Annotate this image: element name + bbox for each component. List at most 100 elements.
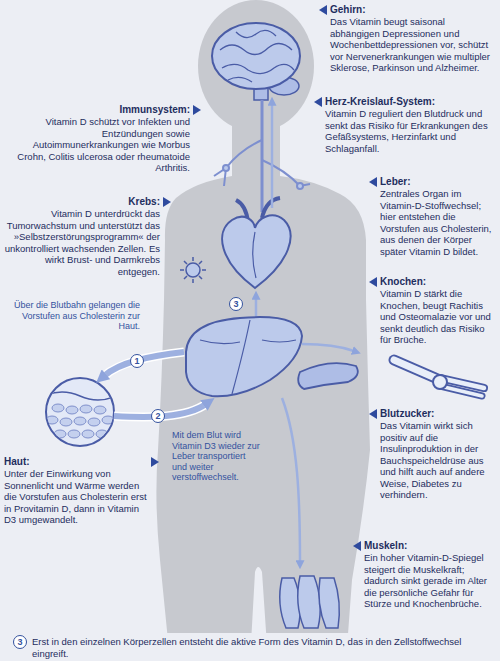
elbow-joint <box>433 375 447 389</box>
pointer-triangle <box>151 457 159 467</box>
pointer-triangle <box>314 97 322 107</box>
heart-line <box>253 232 256 278</box>
callout-block: Krebs:Vitamin D unterdrückt das Tumorwac… <box>4 196 160 277</box>
label-slot: Über die Blutbahn gelangen die Vorstufen… <box>8 300 140 332</box>
callout-number: 3 <box>13 635 27 649</box>
callout-text: Vitamin D reguliert den Blutdruck und se… <box>325 108 496 154</box>
bone-outline <box>394 360 440 380</box>
upper-arm-bone <box>394 360 440 380</box>
callout-text: Vitamin D stärkt die Knochen, beugt Rach… <box>380 288 496 346</box>
skin-cell <box>102 416 114 424</box>
skin-cell <box>54 430 66 438</box>
pathway-arrow <box>302 344 354 351</box>
nerve-branches <box>214 140 310 186</box>
skin-cell <box>96 430 108 438</box>
callout-text: Unter der Einwirkung von Sonnenlicht und… <box>4 468 148 526</box>
skin-cell <box>74 417 86 425</box>
callout-heading: Leber: <box>380 176 496 188</box>
skin-cell <box>66 406 78 414</box>
skin-cell <box>46 416 58 424</box>
callout-number: 3 <box>229 297 243 311</box>
pointer-triangle <box>369 409 377 419</box>
tumor-spikes <box>180 257 206 283</box>
callout-heading: Krebs: <box>4 196 160 208</box>
pointer-triangle <box>314 97 322 107</box>
callout-block: Knochen:Vitamin D stärkt die Knochen, be… <box>380 276 496 346</box>
pointer-triangle <box>369 177 377 187</box>
bone-outline <box>440 386 482 396</box>
label-slot: 3 <box>229 297 243 311</box>
label-slot: 3 <box>13 635 27 649</box>
pointer-triangle <box>353 541 361 551</box>
arrow-note: Mit dem Blut wird Vitamin D3 wieder zur … <box>172 430 260 483</box>
heart-drawing <box>222 198 290 288</box>
pathway-arrow <box>271 104 274 208</box>
skin-layer <box>44 392 116 400</box>
nerve-network <box>214 100 310 212</box>
callout-number: 2 <box>151 409 165 423</box>
pointer-triangle <box>193 105 201 115</box>
callout-block: Herz-Kreislauf-System:Vitamin D regulier… <box>325 96 496 154</box>
callout-text: Ein hoher Vitamin-D-Spiegel steigert die… <box>364 552 496 610</box>
liver-drawing <box>186 317 302 396</box>
brain-folds <box>220 30 294 82</box>
nerve-cell <box>297 183 303 189</box>
callout-block: Blutzucker:Das Vitamin wirkt sich positi… <box>380 408 496 501</box>
skin-drawing <box>44 378 116 446</box>
brain-drawing <box>212 23 300 100</box>
callout-heading: Blutzucker: <box>380 408 496 420</box>
callout-text: Vitamin D schützt vor Infekten und Entzü… <box>16 116 190 174</box>
torso-shape <box>156 176 370 661</box>
muscle-drawing <box>280 576 340 628</box>
callout-heading: Haut: <box>4 456 148 468</box>
footnote-text: Erst in den einzelnen Körperzellen entst… <box>32 636 492 659</box>
pointer-triangle <box>163 197 171 207</box>
label-slot: 1 <box>130 354 144 368</box>
skin-cell <box>94 406 106 414</box>
callout-text: Das Vitamin wirkt sich positiv auf die I… <box>380 420 496 501</box>
skin-cell <box>52 404 64 412</box>
skin-cell <box>80 405 92 413</box>
nerve-cell <box>223 165 229 171</box>
pathway-arrow <box>282 398 300 562</box>
skin-cell <box>68 430 80 438</box>
spinal-cord <box>261 100 264 212</box>
muscle-bundle <box>298 576 321 628</box>
label-slot: 2 <box>151 409 165 423</box>
callout-heading: Gehirn: <box>330 4 496 16</box>
callout-block: Gehirn:Das Vitamin beugt saisonal abhäng… <box>330 4 496 74</box>
pancreas-drawing <box>298 363 358 389</box>
pointer-triangle <box>151 457 159 467</box>
arrow-note: Über die Blutbahn gelangen die Vorstufen… <box>8 300 140 332</box>
pointer-triangle <box>353 541 361 551</box>
label-slot: Erst in den einzelnen Körperzellen entst… <box>32 636 492 659</box>
callout-block: Haut:Unter der Einwirkung von Sonnenlich… <box>4 456 148 526</box>
pointer-triangle <box>369 277 377 287</box>
pointer-triangle <box>369 277 377 287</box>
muscle-bundle <box>280 578 301 628</box>
callout-text: Vitamin D unterdrückt das Tumorwachstum … <box>4 208 160 277</box>
callout-text: Zentrales Organ im Vitamin-D-Stoffwechse… <box>380 188 496 257</box>
skin-cell <box>60 418 72 426</box>
muscle-bundle <box>319 578 339 628</box>
callout-heading: Muskeln: <box>364 540 496 552</box>
callout-text: Das Vitamin beugt saisonal abhängigen De… <box>330 16 496 74</box>
forearm-bone <box>440 386 482 396</box>
pointer-triangle <box>319 5 327 15</box>
callout-heading: Herz-Kreislauf-System: <box>325 96 496 108</box>
pathway-arrow <box>255 298 258 316</box>
heart-shape <box>222 215 290 288</box>
liver-lines <box>200 320 296 394</box>
callout-block: Leber:Zentrales Organ im Vitamin-D-Stoff… <box>380 176 496 257</box>
callout-number: 1 <box>130 354 144 368</box>
pointer-triangle <box>369 409 377 419</box>
pointer-triangle <box>193 105 201 115</box>
callout-heading: Immunsystem: <box>16 104 190 116</box>
brain-shape <box>212 23 300 89</box>
bone-illustration <box>382 350 492 404</box>
pointer-triangle <box>163 197 171 207</box>
callout-heading: Knochen: <box>380 276 496 288</box>
skin-cell <box>88 418 100 426</box>
tumor-cell <box>186 263 200 277</box>
